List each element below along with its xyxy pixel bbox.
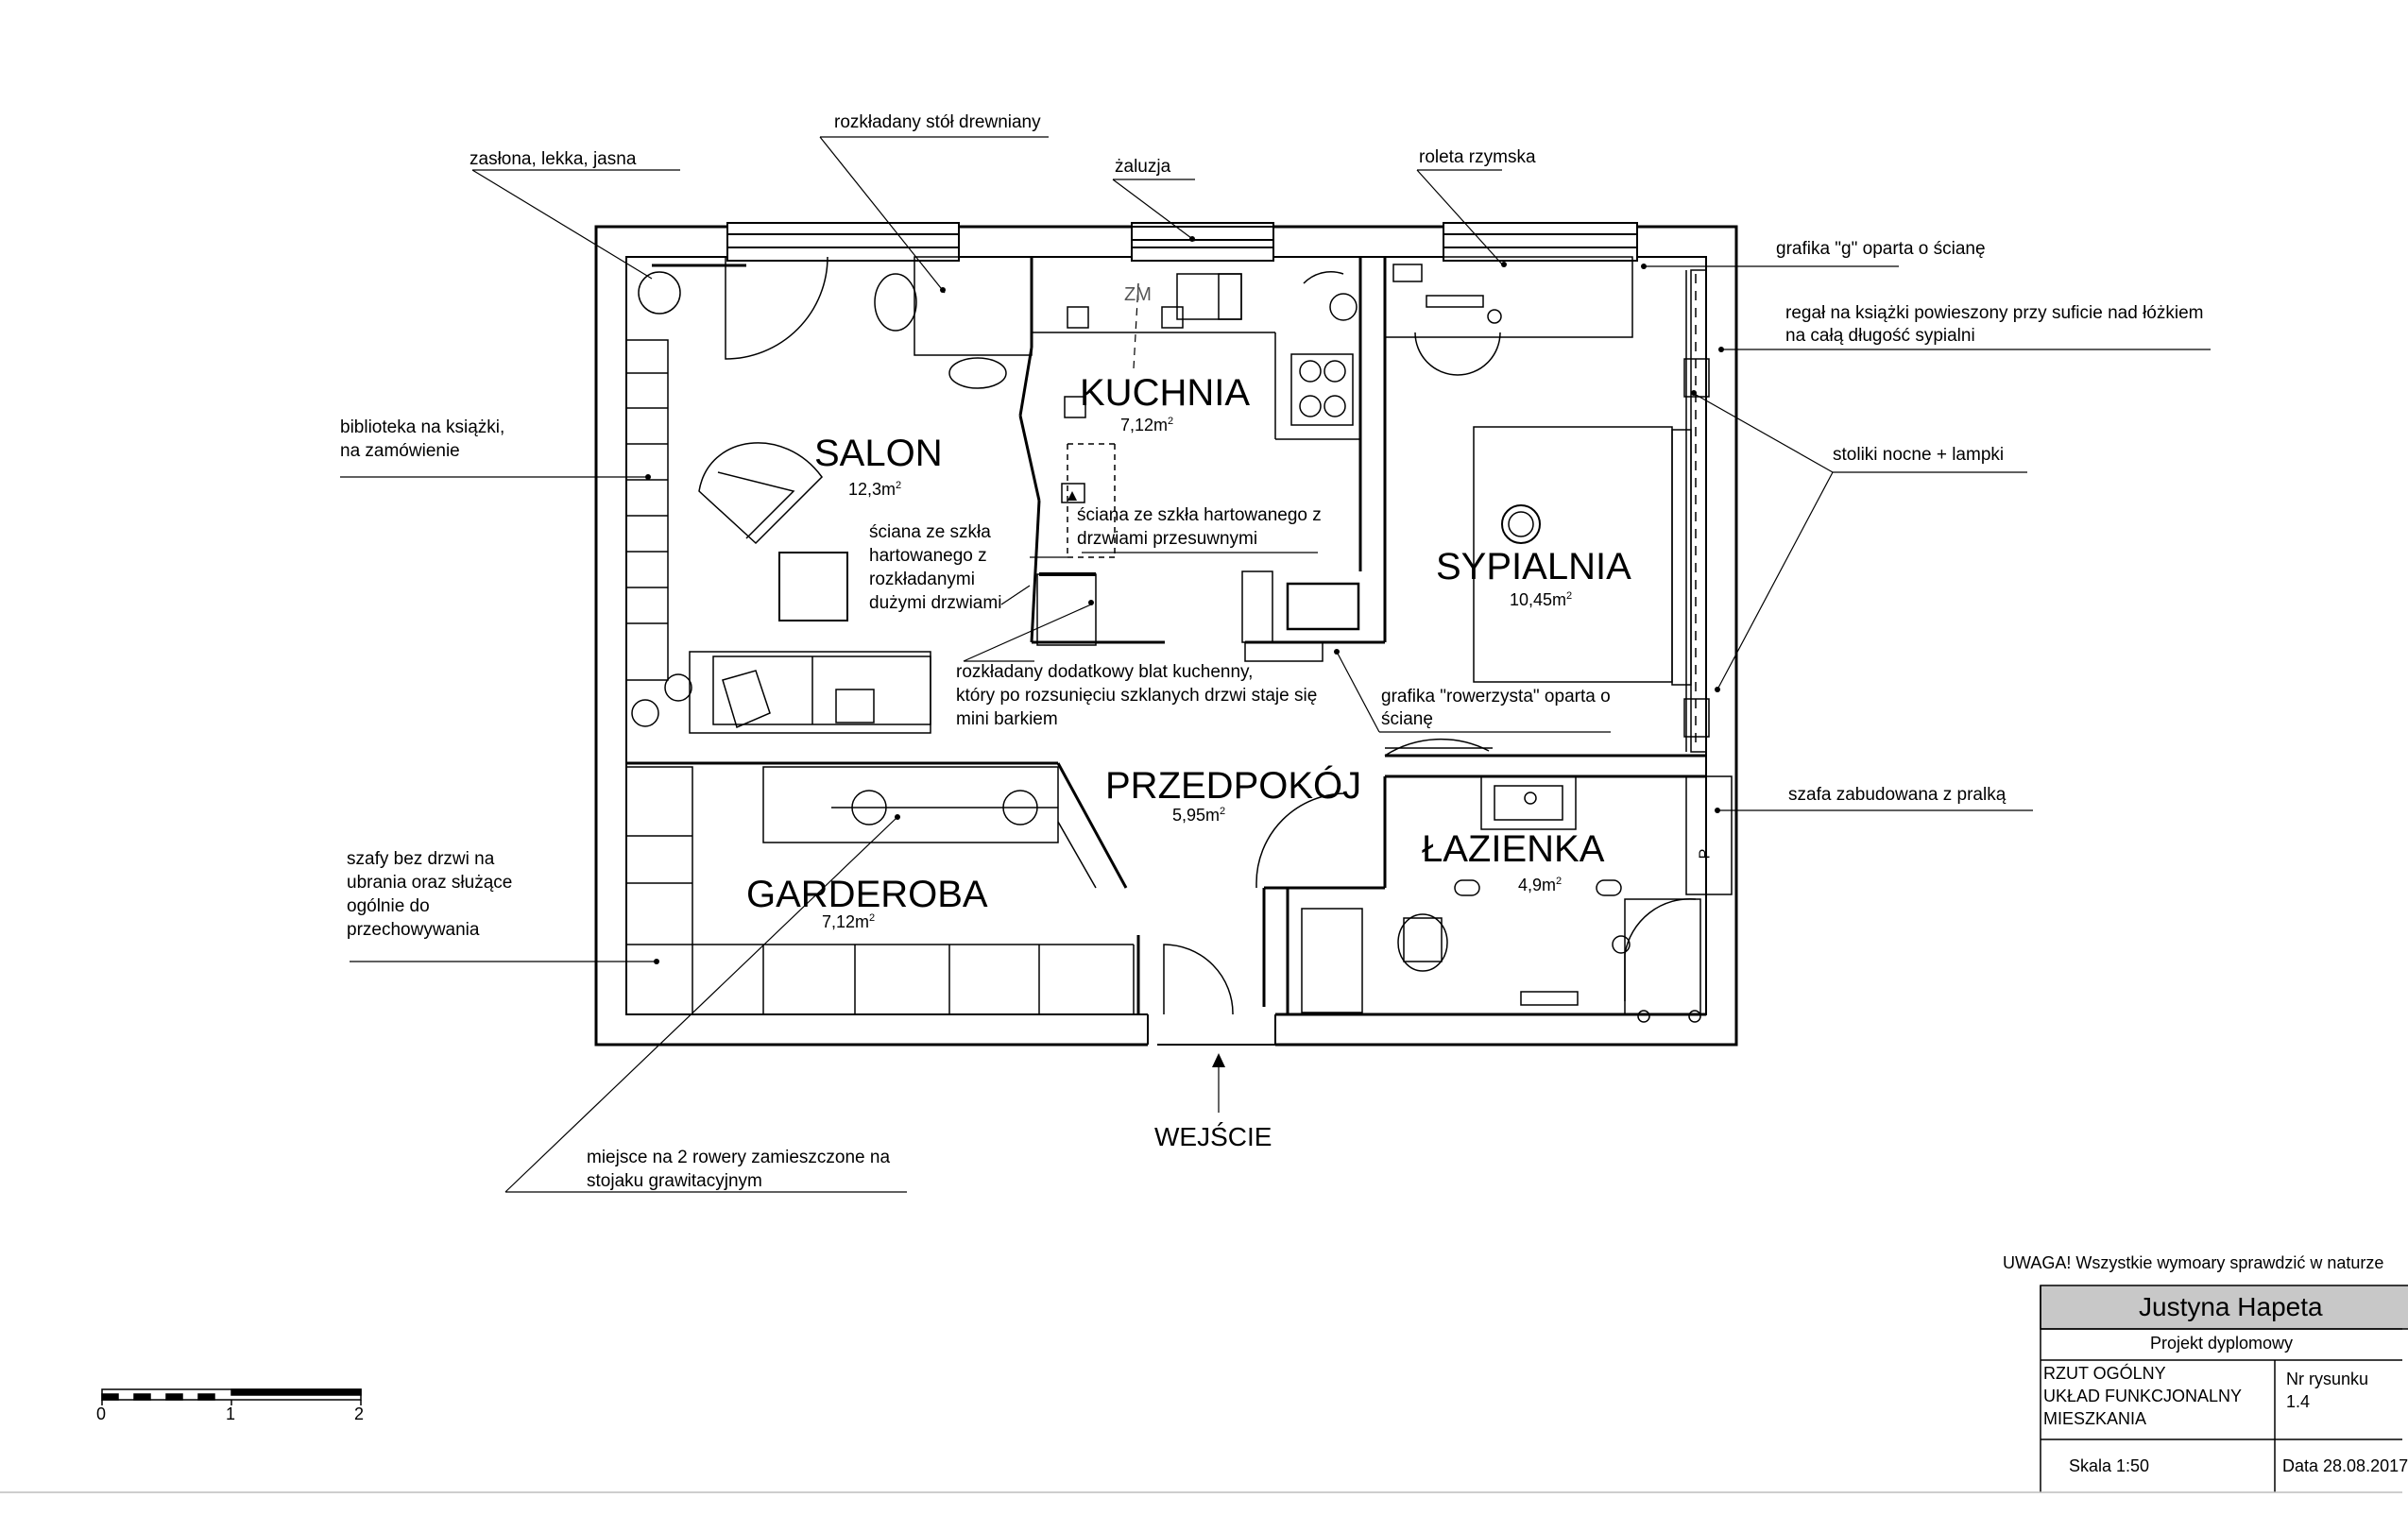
annotation-grafika-g: grafika "g" oparta o ścianę [1776,239,1986,259]
annotation-szafy-line3: ogólnie do [347,896,430,916]
scale-tick-1: 1 [226,1404,236,1423]
leader-dots [645,236,1724,964]
bedroom-furniture [1384,256,1710,753]
annotation-szafa-pralka: szafa zabudowana z pralką [1788,785,2007,805]
title-block-project: Projekt dyplomowy [2150,1334,2294,1353]
area-value: 10,45m [1510,590,1567,609]
title-block-drawing-line3: MIESZKANIA [2043,1409,2147,1428]
scale-bar [101,1388,362,1405]
area-unit: 2 [1556,876,1563,887]
title-block-number-label: Nr rysunku [2286,1370,2369,1388]
annotation-szafy-line1: szafy bez drzwi na [347,849,495,869]
title-block-drawing-line1: RZUT OGÓLNY [2043,1364,2166,1383]
kitchen-tag: ZM [1124,284,1152,305]
kitchen-furniture [1032,271,1360,662]
entrance-label: WEJŚCIE [1154,1122,1272,1151]
scale-tick-0: 0 [96,1404,107,1423]
annotation-rowery-line1: miejsce na 2 rowery zamieszczone na [587,1148,891,1167]
room-name-garderoba: GARDEROBA [746,874,988,915]
annotation-rowery-line2: stojaku grawitacyjnym [587,1171,762,1191]
room-area-przedpokoj: 5,95m2 [1172,806,1225,826]
area-value: 12,3m [848,480,897,499]
title-block-scale: Skala 1:50 [2069,1456,2150,1475]
annotation-biblioteka-line2: na zamówienie [340,441,460,461]
bathroom-furniture [1301,775,1733,1023]
room-name-przedpokoj: PRZEDPOKÓJ [1105,765,1362,807]
annotation-szafy-line4: przechowywania [347,920,480,940]
title-block-number: 1.4 [2286,1392,2311,1411]
annotation-sciana-salon-line3: rozkładanymi [869,570,975,589]
title-block-warning: UWAGA! Wszystkie wymoary sprawdzić w nat… [2003,1253,2384,1272]
washing-machine-tag: P [1697,848,1714,860]
area-value: 7,12m [1120,416,1169,434]
title-block-date: Data 28.08.2017 [2282,1456,2408,1475]
annotation-roleta: roleta rzymska [1419,147,1536,167]
area-value: 7,12m [822,912,870,931]
area-unit: 2 [896,480,902,491]
title-block-drawing-line2: UKŁAD FUNKCJONALNY [2043,1387,2243,1405]
room-area-kuchnia: 7,12m2 [1120,416,1173,435]
area-unit: 2 [869,912,876,924]
area-unit: 2 [1168,416,1174,427]
annotation-stol: rozkładany stół drewniany [834,112,1041,132]
room-name-salon: SALON [814,433,943,474]
area-value: 5,95m [1172,806,1221,825]
room-name-sypialnia: SYPIALNIA [1436,546,1631,587]
annotation-sciana-salon-line2: hartowanego z [869,546,987,566]
annotation-blat-line3: mini barkiem [956,709,1058,729]
room-area-lazienka: 4,9m2 [1518,876,1562,895]
annotation-blat-line1: rozkładany dodatkowy blat kuchenny, [956,662,1254,682]
leader-lines [340,136,2211,1193]
room-area-salon: 12,3m2 [848,480,901,500]
annotation-blat-line2: który po rozsunięciu szklanych drzwi sta… [956,686,1318,706]
wardrobe-furniture [625,766,1135,1015]
annotation-grafika-rowerzysta-line1: grafika "rowerzysta" oparta o [1381,687,1611,706]
annotation-sciana-kuchnia-line1: ściana ze szkła hartowanego z [1077,505,1322,525]
room-name-lazienka: ŁAZIENKA [1422,828,1605,870]
annotation-zaluzja: żaluzja [1115,157,1171,177]
room-area-sypialnia: 10,45m2 [1510,590,1572,610]
hallway-furniture [1255,738,1493,888]
annotation-sciana-salon-line1: ściana ze szkła [869,522,991,542]
annotation-biblioteka-line1: biblioteka na książki, [340,417,505,437]
annotation-grafika-rowerzysta-line2: ścianę [1381,709,1433,729]
annotation-sciana-kuchnia-line2: drzwiami przesuwnymi [1077,529,1258,549]
annotation-sciana-salon-line4: dużymi drzwiami [869,593,1002,613]
title-block-author: Justyna Hapeta [2139,1292,2323,1321]
annotation-stoliki: stoliki nocne + lampki [1833,445,2005,465]
title-block-frame [0,1285,2408,1493]
area-value: 4,9m [1518,876,1557,894]
scale-tick-2: 2 [354,1404,365,1423]
annotation-zaslona: zasłona, lekka, jasna [470,149,637,169]
room-name-kuchnia: KUCHNIA [1080,372,1251,414]
annotation-szafy-line2: ubrania oraz służące [347,873,513,893]
room-area-garderoba: 7,12m2 [822,912,875,932]
area-unit: 2 [1566,590,1573,602]
area-unit: 2 [1220,806,1226,817]
salon-furniture [625,256,1033,734]
annotation-regal-line1: regał na książki powieszony przy suficie… [1785,303,2204,323]
annotation-regal-line2: na całą długość sypialni [1785,326,1975,346]
windows [726,222,1638,262]
